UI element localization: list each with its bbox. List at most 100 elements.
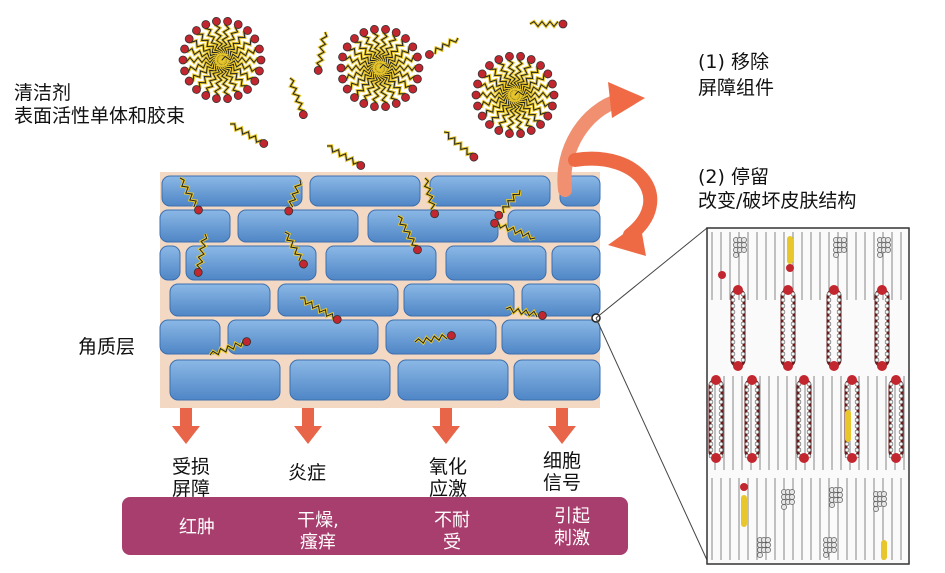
embedded-monomer	[208, 337, 252, 357]
surfactant-monomer	[529, 19, 568, 29]
embedded-monomer	[179, 176, 203, 215]
cleanser-title: 清洁剂	[14, 82, 72, 104]
micelles	[178, 16, 559, 139]
corneocyte-cell	[325, 245, 437, 281]
ceramide-molecule	[826, 285, 842, 371]
ceramide-molecule	[780, 285, 796, 371]
micelle	[336, 24, 424, 112]
inserted-surfactant	[881, 540, 887, 560]
effect-label-oxidative-stress: 氧化应激	[429, 456, 468, 500]
remove-arrow-head	[608, 82, 645, 118]
ceramide-molecule	[888, 375, 904, 463]
ceramide-molecule	[744, 375, 760, 463]
zoom-line-top	[595, 227, 708, 319]
corneocyte-cell	[159, 209, 231, 243]
ceramide-molecule	[874, 285, 890, 371]
zoom-line-bottom	[595, 317, 708, 561]
embedded-monomer	[284, 230, 308, 269]
down-arrow-1	[172, 408, 200, 444]
effect-remove-label: (1) 移除	[698, 51, 769, 73]
corneocyte-cell	[429, 175, 551, 207]
cleanser-subtitle: 表面活性单体和胶束	[14, 105, 186, 127]
effect-stay-detail: 改变/破坏皮肤结构	[698, 190, 857, 212]
cholesterol-cluster	[829, 487, 843, 508]
inserted-surfactant	[845, 410, 851, 442]
embedded-monomer	[494, 189, 522, 220]
embedded-surfactants	[179, 176, 547, 357]
stay-arrow-head	[608, 222, 646, 256]
effect-stay-label: (2) 停留	[698, 166, 769, 188]
corneocyte-cell	[185, 245, 317, 281]
outcome-bar	[122, 497, 628, 555]
micelle-monomer	[378, 52, 422, 71]
corneocyte-cell	[169, 359, 281, 401]
corneocyte-cell	[397, 359, 509, 401]
cholesterol-cluster	[757, 537, 771, 558]
ceramide-molecule	[708, 375, 724, 463]
corneocyte-cell	[513, 359, 601, 401]
corneocyte-cell	[159, 245, 181, 281]
surfactant-monomer	[229, 122, 269, 148]
micelle	[471, 51, 559, 139]
outcome-intolerance: 不耐受	[434, 510, 470, 553]
corneocyte-cell	[227, 319, 379, 355]
corneocyte-cell	[159, 319, 221, 355]
micelle-monomer	[513, 79, 557, 98]
stay-curved-arrow	[568, 151, 658, 242]
stratum-corneum-label: 角质层	[78, 336, 136, 358]
outcome-dryness-itch: 干燥,瘙痒	[297, 510, 339, 553]
surfactant-monomer	[425, 37, 460, 59]
inserted-surfactant	[741, 495, 747, 527]
outcome-irritation: 引起刺激	[554, 506, 590, 549]
effect-label-cell-signaling: 细胞信号	[543, 450, 582, 494]
outcome-redness: 红肿	[179, 517, 215, 538]
surfactant-head	[740, 483, 748, 491]
surfactant-monomers	[229, 19, 568, 170]
inserted-surfactant	[787, 236, 793, 264]
down-arrow-3	[432, 408, 460, 444]
embedded-monomer	[422, 176, 439, 219]
cholesterol-cluster	[833, 237, 847, 258]
embedded-monomer	[413, 331, 456, 346]
cholesterol-cluster	[823, 537, 837, 558]
embedded-monomer	[397, 214, 422, 255]
embedded-monomer	[490, 218, 536, 241]
cholesterol-cluster	[733, 237, 747, 258]
embedded-monomer	[193, 233, 209, 277]
micelle	[178, 16, 266, 104]
remove-curved-arrow	[557, 93, 627, 197]
surfactant-monomer	[443, 130, 479, 162]
corneocyte-cell	[501, 319, 601, 355]
embedded-monomer	[505, 305, 547, 320]
embedded-monomer	[284, 179, 303, 216]
corneocyte-cell	[169, 283, 271, 317]
ceramide-molecule	[730, 285, 746, 371]
micelle-monomer	[184, 34, 223, 62]
corneocyte-cell	[551, 245, 601, 281]
surfactant-monomer	[288, 76, 308, 120]
cholesterol-cluster	[877, 237, 891, 258]
lipid-bilayer-structure	[708, 232, 905, 560]
down-arrow-4	[548, 408, 576, 444]
ceramide-molecule	[796, 375, 812, 463]
surfactant-head	[718, 271, 726, 279]
corneocyte-cell	[507, 209, 601, 243]
corneocyte-cell	[237, 209, 359, 243]
embedded-monomer	[299, 296, 342, 324]
corneocyte-cell	[289, 359, 391, 401]
cholesterol-cluster	[781, 489, 795, 510]
cholesterol-cluster	[873, 491, 887, 512]
down-arrow-2	[294, 408, 322, 444]
surfactant-monomer	[313, 31, 329, 75]
corneocyte-cell	[445, 245, 547, 281]
micelle-monomer	[513, 69, 553, 96]
micelle-monomer	[379, 63, 424, 73]
surfactant-head	[786, 264, 794, 272]
micelle-monomer	[220, 44, 264, 63]
corneocyte-cell	[521, 283, 601, 317]
corneocyte-cell	[161, 175, 303, 207]
corneocyte-cell	[277, 283, 399, 317]
corneocyte-cell	[403, 283, 515, 317]
effect-remove-detail: 屏障组件	[698, 77, 775, 99]
